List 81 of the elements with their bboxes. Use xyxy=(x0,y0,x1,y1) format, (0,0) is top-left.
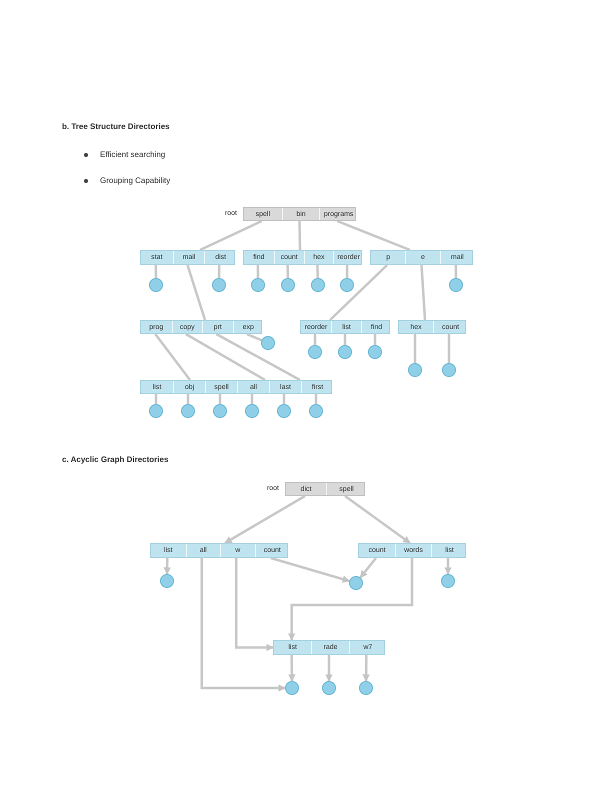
file-circle xyxy=(368,345,382,359)
directory-box xyxy=(140,250,235,265)
connector-line xyxy=(298,220,302,250)
connector-line xyxy=(420,264,426,320)
file-circle xyxy=(261,336,275,350)
directory-box xyxy=(243,250,362,265)
file-circle xyxy=(311,278,325,292)
arrow xyxy=(235,558,274,652)
arrow xyxy=(444,558,452,575)
arrow xyxy=(200,558,286,692)
file-circle xyxy=(149,278,163,292)
connector-line xyxy=(216,332,301,382)
connector-line xyxy=(218,265,220,278)
connector-line xyxy=(316,264,320,278)
connector-line xyxy=(185,332,266,382)
file-circle xyxy=(245,404,259,418)
file-circle xyxy=(160,574,174,588)
file-circle xyxy=(149,404,163,418)
bullet-text: Efficient searching xyxy=(100,150,166,159)
directory-box xyxy=(358,543,466,558)
file-circle xyxy=(442,363,456,377)
section-heading: c. Acyclic Graph Directories xyxy=(62,455,168,464)
arrow xyxy=(362,654,370,682)
connector-line xyxy=(282,394,286,404)
file-circle xyxy=(308,345,322,359)
connector-line xyxy=(314,394,318,404)
arrow xyxy=(163,558,171,575)
directory-box xyxy=(398,320,466,334)
connector-line xyxy=(454,265,458,278)
connector-line xyxy=(246,332,262,342)
connector-line xyxy=(154,333,191,381)
root-directory-box xyxy=(285,482,365,496)
root-directory-box xyxy=(243,207,356,221)
arrow xyxy=(224,494,306,544)
file-circle xyxy=(449,278,463,292)
file-circle xyxy=(338,345,352,359)
file-circle xyxy=(408,363,422,377)
arrow xyxy=(288,654,296,682)
file-circle xyxy=(349,576,363,590)
connector-line xyxy=(186,264,206,320)
bullet-text: Grouping Capability xyxy=(100,176,170,185)
connector-line xyxy=(374,334,376,345)
file-circle xyxy=(181,404,195,418)
arrow xyxy=(325,655,333,682)
section-heading: b. Tree Structure Directories xyxy=(62,122,170,131)
file-circle xyxy=(322,681,336,695)
file-circle xyxy=(277,404,291,418)
arrow xyxy=(359,557,377,578)
connector-line xyxy=(154,394,158,404)
connector-line xyxy=(286,264,290,278)
directory-box xyxy=(150,543,288,558)
connector-line xyxy=(346,265,348,278)
connector-line xyxy=(336,220,410,252)
connector-line xyxy=(414,334,416,363)
file-circle xyxy=(285,681,299,695)
connector-line xyxy=(250,394,254,404)
connector-line xyxy=(448,334,450,363)
file-circle xyxy=(340,278,354,292)
file-circle xyxy=(251,278,265,292)
file-circle xyxy=(281,278,295,292)
connector-line xyxy=(199,220,262,252)
file-circle xyxy=(359,681,373,695)
connector-line xyxy=(256,265,260,278)
directory-box xyxy=(273,640,385,655)
file-circle xyxy=(441,574,455,588)
file-circle xyxy=(213,404,227,418)
directory-box xyxy=(300,320,390,334)
connector-line xyxy=(314,334,316,345)
arrow xyxy=(270,556,350,583)
directory-box xyxy=(370,250,473,265)
arrow xyxy=(288,558,414,641)
connector-line xyxy=(218,394,222,404)
arrow xyxy=(344,494,411,544)
connector-line xyxy=(344,334,346,345)
connector-line xyxy=(186,394,190,404)
file-circle xyxy=(309,404,323,418)
connector-line xyxy=(154,265,158,278)
directory-box xyxy=(140,320,262,334)
file-circle xyxy=(212,278,226,292)
connector-line xyxy=(329,264,388,321)
directory-box xyxy=(140,380,332,394)
